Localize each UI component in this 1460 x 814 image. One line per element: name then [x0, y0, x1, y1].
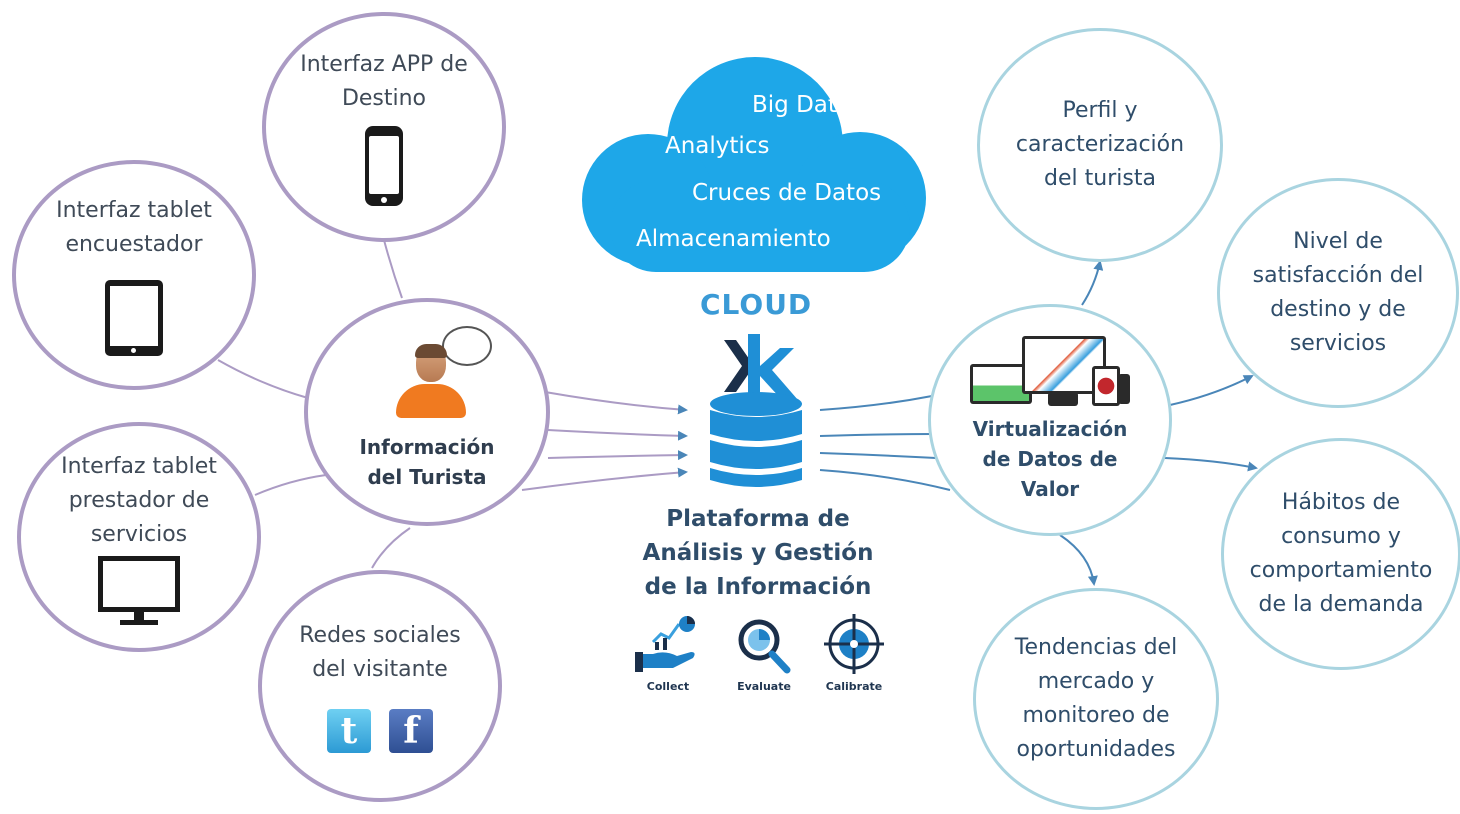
- speech-bubble-icon: [442, 326, 492, 366]
- node-perfil-turista-label: Perfil y caracterización del turista: [1015, 98, 1185, 191]
- arrow-turista-to-platform-2: [547, 429, 688, 441]
- cloud-item-cruces-de-datos: Cruces de Datos: [692, 180, 882, 206]
- tool-calibrate-label: Calibrate: [825, 680, 883, 693]
- line-platform-to-virt-2: [819, 433, 935, 437]
- node-nivel-satisfaccion: Nivel de satisfacción del destino y de s…: [1217, 178, 1459, 408]
- smartphone-icon: [365, 126, 403, 206]
- node-redes-sociales-label: Redes sociales del visitante: [299, 623, 461, 682]
- cloud-item-big-data: Big Data: [752, 92, 851, 118]
- devices-dashboard-icon: [970, 336, 1130, 408]
- connector-encuestador-to-turista: [217, 359, 309, 399]
- node-tendencias-mercado: Tendencias del mercado y monitoreo de op…: [973, 588, 1219, 810]
- arrow-virt-to-tendencias: [1059, 534, 1098, 586]
- node-tablet-encuestador-label: Interfaz tablet encuestador: [56, 198, 212, 257]
- node-habitos-consumo-label: Hábitos de consumo y comportamiento de l…: [1249, 490, 1433, 617]
- line-platform-to-virt-1: [819, 395, 933, 411]
- hand-chart-icon: [635, 616, 695, 672]
- node-redes-sociales: Redes sociales del visitante t f: [258, 570, 502, 802]
- arrow-virt-to-habitos: [1164, 457, 1258, 472]
- tablet-icon: [105, 280, 163, 356]
- tool-evaluate-label: Evaluate: [737, 680, 791, 693]
- arrow-virt-to-satisfaccion: [1169, 375, 1254, 406]
- node-informacion-turista-label: Información del Turista: [359, 435, 495, 489]
- arrow-turista-to-platform-3: [547, 450, 688, 461]
- arrow-turista-to-platform-1: [544, 391, 688, 415]
- node-tablet-prestador: Interfaz tablet prestador de servicios: [17, 422, 261, 652]
- target-crosshair-icon: [824, 614, 884, 674]
- facebook-icon: f: [389, 709, 433, 753]
- arrow-virt-to-perfil: [1081, 260, 1104, 306]
- node-app-destino: Interfaz APP de Destino: [262, 12, 506, 242]
- tool-evaluate: Evaluate: [719, 612, 809, 693]
- node-perfil-turista: Perfil y caracterización del turista: [977, 28, 1223, 262]
- line-platform-to-virt-3: [819, 452, 937, 459]
- platform-title: Plataforma de Análisis y Gestión de la I…: [642, 506, 874, 600]
- cloud-item-almacenamiento: Almacenamiento: [636, 226, 831, 252]
- node-tablet-encuestador: Interfaz tablet encuestador: [12, 160, 256, 390]
- twitter-icon: t: [327, 709, 371, 753]
- tool-collect: Collect: [623, 612, 713, 693]
- magnifier-chart-icon: [738, 619, 791, 674]
- line-platform-to-virt-4: [819, 469, 951, 491]
- arrow-turista-to-platform-4: [521, 467, 688, 491]
- connector-redes-to-turista: [371, 527, 411, 569]
- node-informacion-turista: Información del Turista: [304, 298, 550, 526]
- node-tendencias-mercado-label: Tendencias del mercado y monitoreo de op…: [1014, 635, 1178, 762]
- node-habitos-consumo: Hábitos de consumo y comportamiento de l…: [1221, 438, 1460, 670]
- node-nivel-satisfaccion-label: Nivel de satisfacción del destino y de s…: [1252, 229, 1424, 356]
- tool-collect-label: Collect: [646, 680, 690, 693]
- connector-app-to-turista: [383, 239, 403, 299]
- monitor-icon: [98, 555, 180, 625]
- node-virtualizacion: Virtualización de Datos de Valor: [928, 304, 1172, 536]
- node-virtualizacion-label: Virtualización de Datos de Valor: [972, 417, 1128, 501]
- tool-calibrate: Calibrate: [809, 612, 899, 693]
- database-k-logo-icon: [710, 334, 802, 487]
- node-tablet-prestador-label: Interfaz tablet prestador de servicios: [61, 453, 217, 547]
- cloud-title: CLOUD: [700, 288, 813, 321]
- node-app-destino-label: Interfaz APP de Destino: [300, 52, 468, 111]
- tourist-person-icon: [382, 326, 492, 422]
- connector-prestador-to-turista: [254, 474, 327, 496]
- cloud-shape: [582, 57, 926, 272]
- cloud-item-analytics: Analytics: [665, 133, 770, 159]
